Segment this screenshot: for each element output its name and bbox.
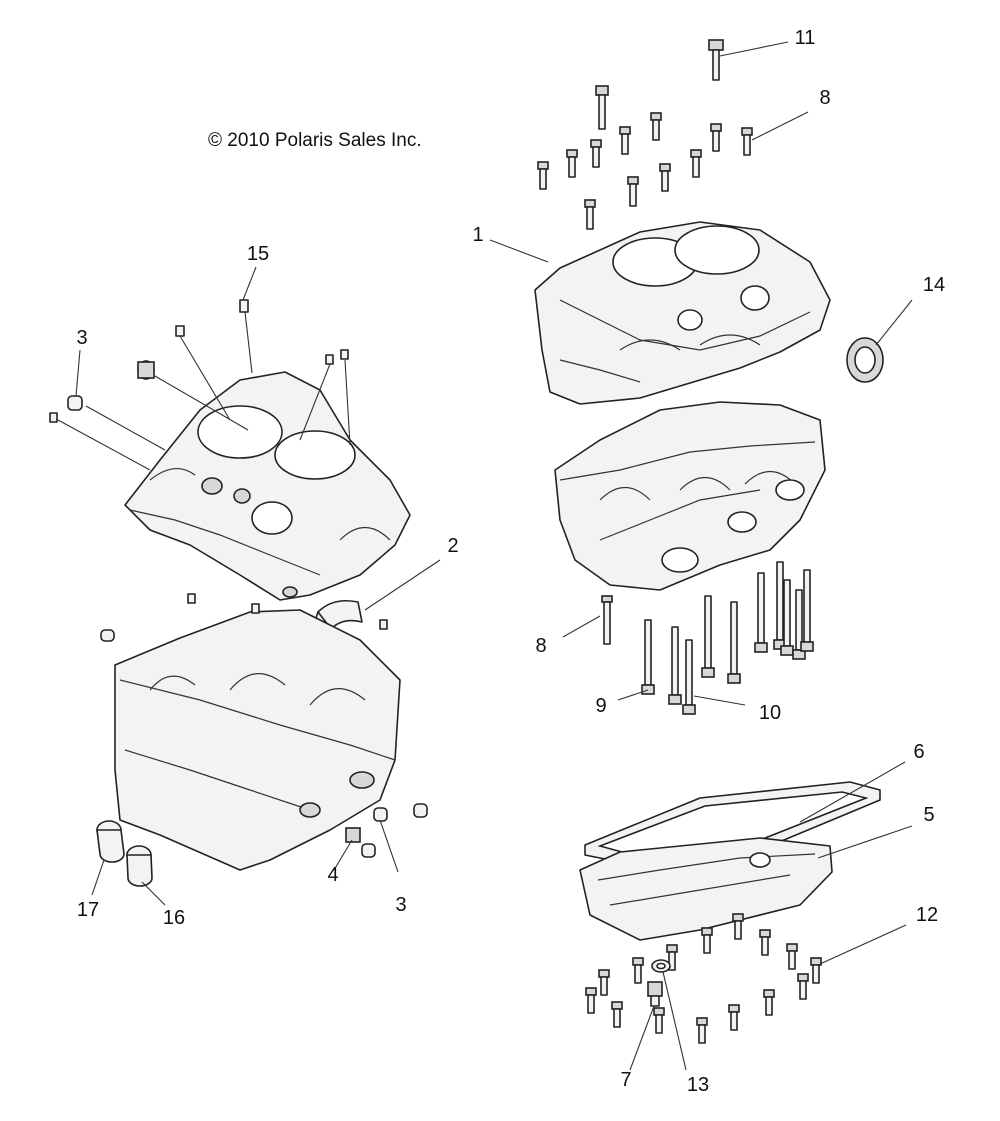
copyright-notice: © 2010 Polaris Sales Inc. [208, 130, 422, 151]
bolt-11 [708, 39, 724, 81]
lower-crankcase-left [100, 593, 401, 871]
oil-seal-14 [846, 337, 884, 383]
callout-12: 12 [915, 904, 939, 926]
callout-11: 11 [794, 27, 816, 49]
callout-2: 2 [447, 535, 459, 557]
bushing-16 [126, 845, 153, 887]
callout-9: 9 [595, 695, 607, 717]
dowel-parts-left-upper [49, 299, 349, 423]
crankcase-bolt-set-lower [601, 561, 814, 715]
callout-5: 5 [923, 804, 935, 826]
oil-pan-bolt-set-12 [585, 913, 822, 1044]
dowel-3 [361, 803, 428, 858]
callout-6: 6 [913, 741, 925, 763]
callout-7: 7 [620, 1069, 632, 1091]
callout-17: 17 [76, 899, 100, 921]
callout-4: 4 [327, 864, 339, 886]
lower-crankcase-right [554, 401, 826, 591]
callout-8-top: 8 [819, 87, 831, 109]
bushing-17 [96, 820, 125, 863]
leader-lines [57, 41, 913, 1071]
callout-16: 16 [162, 907, 186, 929]
upper-crankcase-right [534, 221, 831, 405]
washer-13 [651, 959, 671, 973]
crankcase-bolt-set-top [537, 39, 753, 230]
oil-pan-5 [579, 837, 833, 941]
plug-4 [345, 827, 361, 843]
bolt-group-8 [537, 85, 753, 230]
callout-10: 10 [758, 702, 782, 724]
callout-1: 1 [472, 224, 484, 246]
callout-13: 13 [686, 1074, 710, 1096]
upper-crankcase-left [124, 371, 411, 601]
drain-plug-7 [647, 981, 663, 1007]
callout-15: 15 [246, 243, 270, 265]
callout-8-middle: 8 [535, 635, 547, 657]
callout-3-upper: 3 [76, 327, 88, 349]
callout-3-lower: 3 [395, 894, 407, 916]
callout-14: 14 [922, 274, 946, 296]
